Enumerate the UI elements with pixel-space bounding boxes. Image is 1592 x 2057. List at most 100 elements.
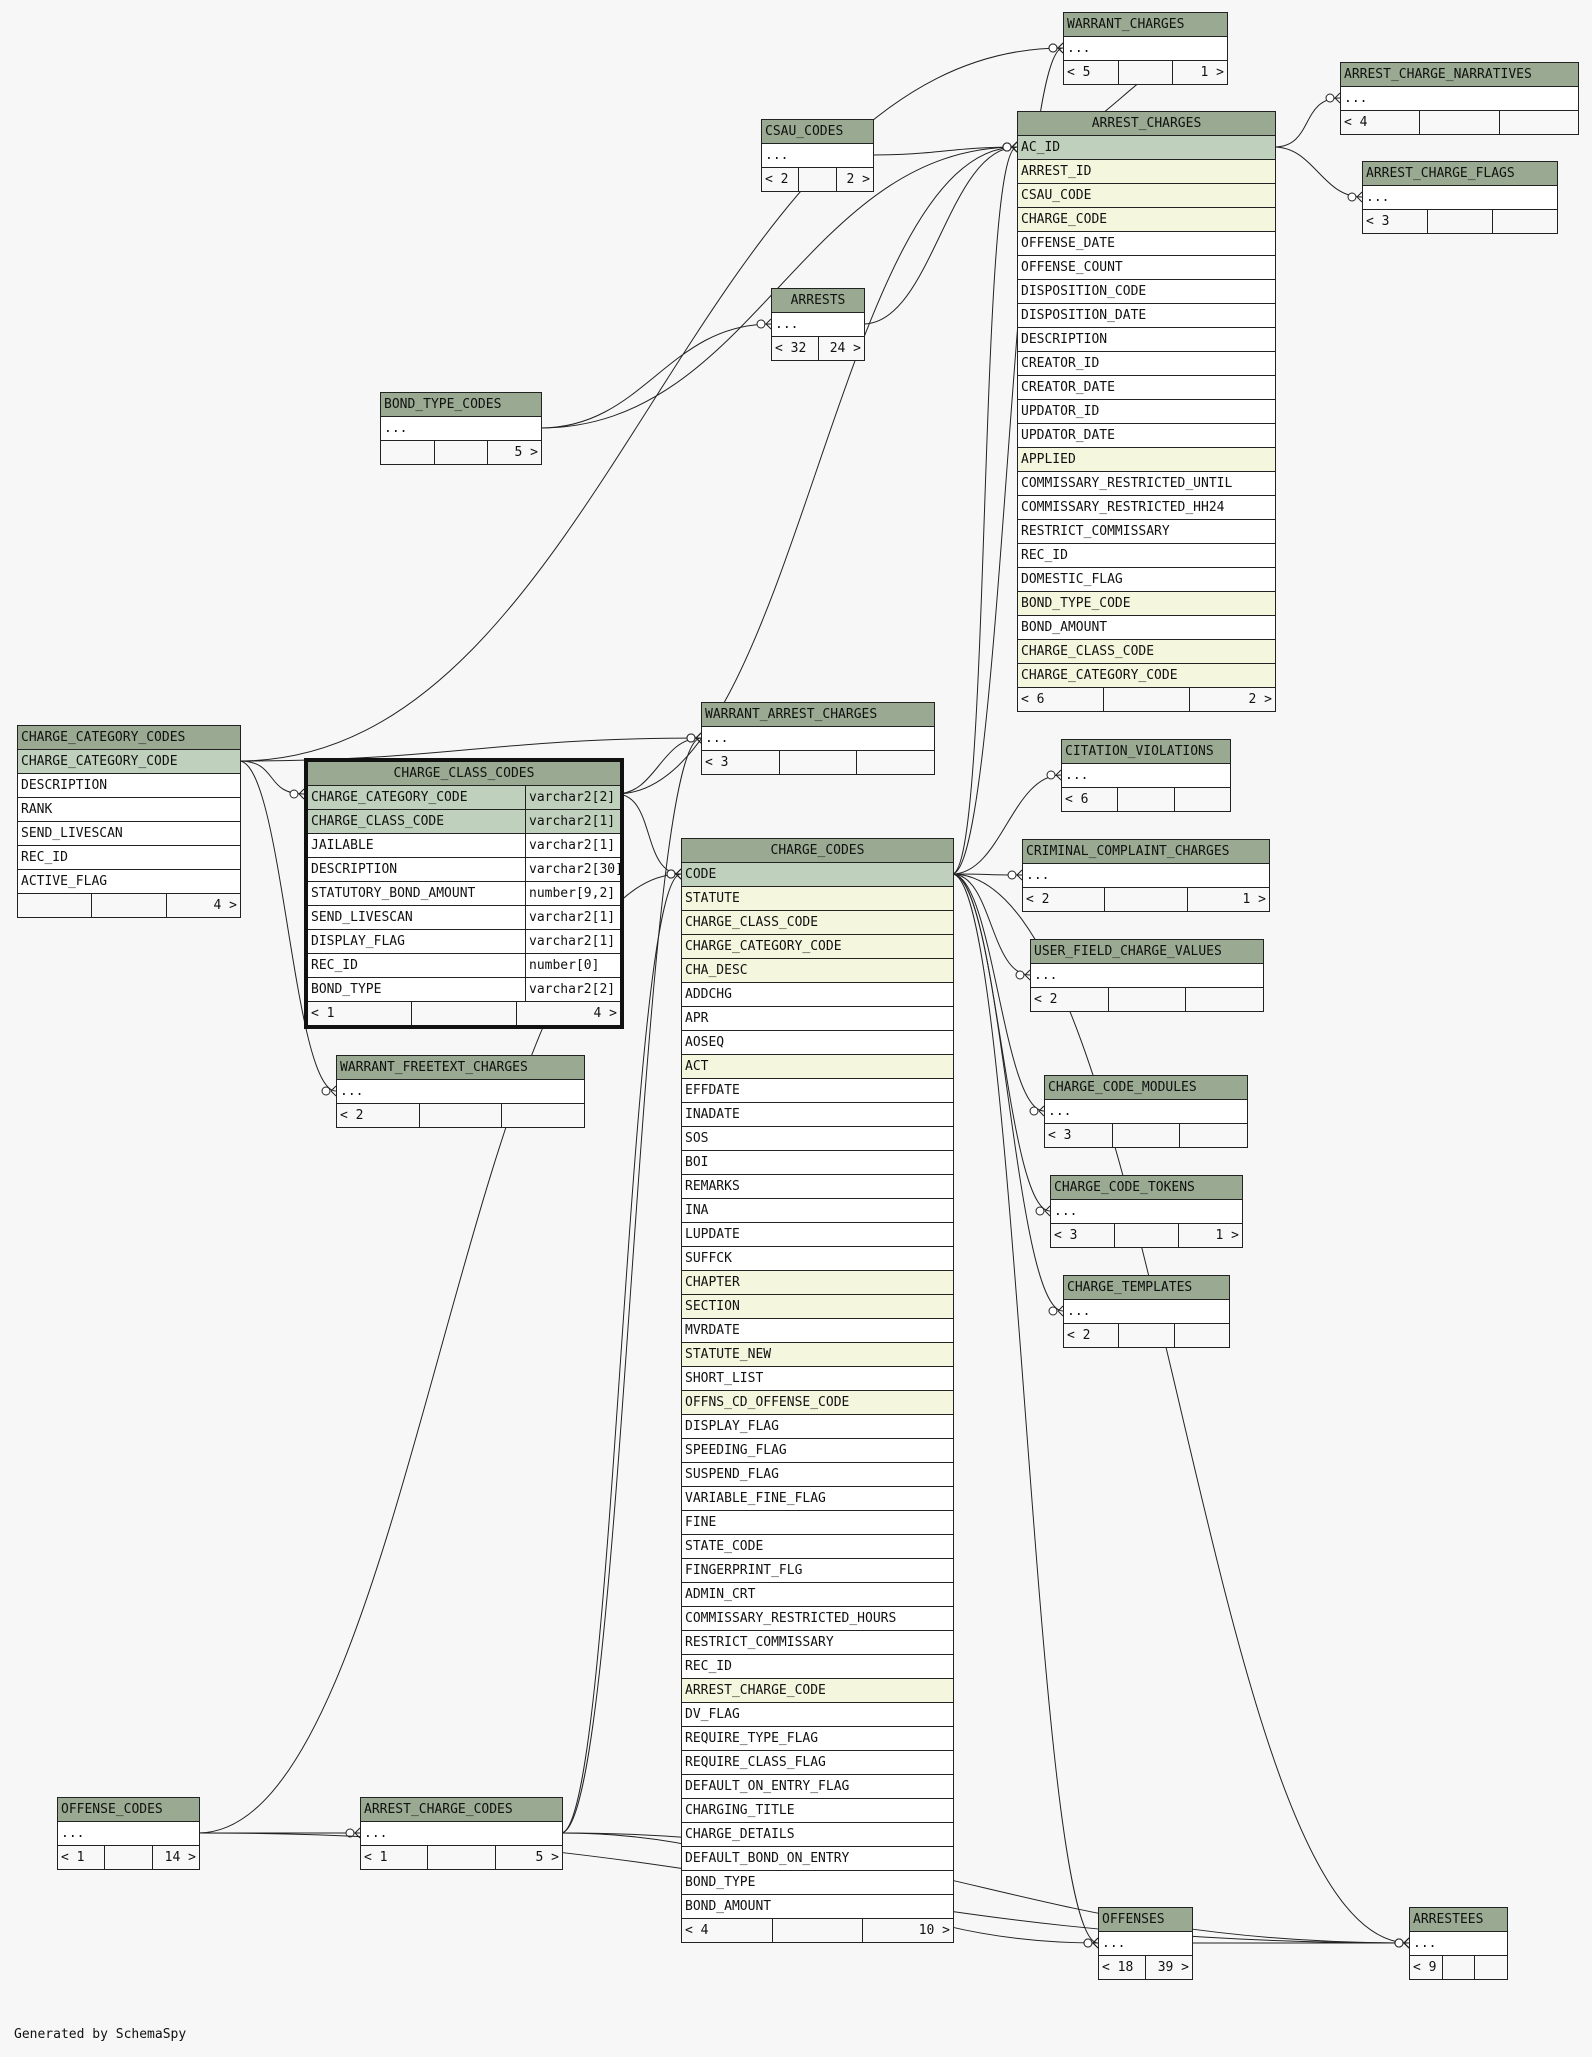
table-title[interactable]: ARREST_CHARGES	[1018, 112, 1275, 136]
column-row[interactable]: CREATOR_DATE	[1018, 376, 1275, 400]
column-row[interactable]: BOND_AMOUNT	[1018, 616, 1275, 640]
column-row[interactable]: CREATOR_ID	[1018, 352, 1275, 376]
column-row[interactable]: APR	[682, 1007, 953, 1031]
column-row[interactable]: RESTRICT_COMMISSARY	[682, 1631, 953, 1655]
column-row[interactable]: CHARGE_CODE	[1018, 208, 1275, 232]
table-citation-violations[interactable]: CITATION_VIOLATIONS...< 6	[1061, 739, 1231, 812]
column-row[interactable]: OFFENSE_COUNT	[1018, 256, 1275, 280]
table-title[interactable]: OFFENSE_CODES	[58, 1798, 199, 1822]
column-row[interactable]: CHARGE_CLASS_CODE	[1018, 640, 1275, 664]
column-row[interactable]: DISPOSITION_DATE	[1018, 304, 1275, 328]
column-row[interactable]: REC_ID	[1018, 544, 1275, 568]
table-title[interactable]: OFFENSES	[1099, 1908, 1192, 1932]
column-row[interactable]: SHORT_LIST	[682, 1367, 953, 1391]
column-row[interactable]: BOI	[682, 1151, 953, 1175]
table-user-field-charge-values[interactable]: USER_FIELD_CHARGE_VALUES...< 2	[1030, 939, 1264, 1012]
table-title[interactable]: CHARGE_CODE_MODULES	[1045, 1076, 1247, 1100]
column-row[interactable]: AC_ID	[1018, 136, 1275, 160]
column-row[interactable]: INA	[682, 1199, 953, 1223]
column-row[interactable]: UPDATOR_DATE	[1018, 424, 1275, 448]
column-row[interactable]: ARREST_ID	[1018, 160, 1275, 184]
table-warrant-freetext-charges[interactable]: WARRANT_FREETEXT_CHARGES...< 2	[336, 1055, 585, 1128]
column-ellipsis[interactable]: ...	[1062, 764, 1230, 788]
column-ellipsis[interactable]: ...	[702, 727, 934, 751]
column-row[interactable]: OFFNS_CD_OFFENSE_CODE	[682, 1391, 953, 1415]
column-ellipsis[interactable]: ...	[361, 1822, 562, 1846]
table-title[interactable]: ARRESTEES	[1410, 1908, 1507, 1932]
column-ellipsis[interactable]: ...	[772, 313, 864, 337]
column-row[interactable]: BOND_TYPE_CODE	[1018, 592, 1275, 616]
table-title[interactable]: WARRANT_CHARGES	[1064, 13, 1227, 37]
column-ellipsis[interactable]: ...	[1363, 186, 1557, 210]
table-title[interactable]: CHARGE_CODES	[682, 839, 953, 863]
column-ellipsis[interactable]: ...	[1023, 864, 1269, 888]
table-title[interactable]: ARRESTS	[772, 289, 864, 313]
column-row[interactable]: REQUIRE_TYPE_FLAG	[682, 1727, 953, 1751]
table-title[interactable]: ARREST_CHARGE_FLAGS	[1363, 162, 1557, 186]
column-ellipsis[interactable]: ...	[381, 417, 541, 441]
column-row[interactable]: SPEEDING_FLAG	[682, 1439, 953, 1463]
column-row[interactable]: CHA_DESC	[682, 959, 953, 983]
column-row[interactable]: STATE_CODE	[682, 1535, 953, 1559]
column-ellipsis[interactable]: ...	[1031, 964, 1263, 988]
table-title[interactable]: WARRANT_FREETEXT_CHARGES	[337, 1056, 584, 1080]
column-ellipsis[interactable]: ...	[762, 144, 873, 168]
table-title[interactable]: WARRANT_ARREST_CHARGES	[702, 703, 934, 727]
column-row[interactable]: REQUIRE_CLASS_FLAG	[682, 1751, 953, 1775]
column-row[interactable]: CHARGE_CATEGORY_CODE	[682, 935, 953, 959]
column-row[interactable]: DV_FLAG	[682, 1703, 953, 1727]
column-ellipsis[interactable]: ...	[337, 1080, 584, 1104]
column-row[interactable]: INADATE	[682, 1103, 953, 1127]
table-title[interactable]: CHARGE_CATEGORY_CODES	[18, 726, 240, 750]
column-row[interactable]: DESCRIPTION	[18, 774, 240, 798]
column-row[interactable]: DESCRIPTION	[1018, 328, 1275, 352]
column-row[interactable]: BOND_TYPE	[682, 1871, 953, 1895]
column-ellipsis[interactable]: ...	[1410, 1932, 1507, 1956]
column-row[interactable]: FINGERPRINT_FLG	[682, 1559, 953, 1583]
column-row[interactable]: VARIABLE_FINE_FLAG	[682, 1487, 953, 1511]
column-row[interactable]: REC_ID	[682, 1655, 953, 1679]
column-row[interactable]: ACT	[682, 1055, 953, 1079]
table-bond-type-codes[interactable]: BOND_TYPE_CODES...5 >	[380, 392, 542, 465]
table-arrest-charge-narratives[interactable]: ARREST_CHARGE_NARRATIVES...< 4	[1340, 62, 1579, 135]
column-row[interactable]: DISPOSITION_CODE	[1018, 280, 1275, 304]
column-row[interactable]: ADDCHG	[682, 983, 953, 1007]
column-row[interactable]: AOSEQ	[682, 1031, 953, 1055]
column-row[interactable]: SEND_LIVESCAN	[18, 822, 240, 846]
column-row[interactable]: ACTIVE_FLAG	[18, 870, 240, 894]
table-title[interactable]: ARREST_CHARGE_CODES	[361, 1798, 562, 1822]
column-ellipsis[interactable]: ...	[1099, 1932, 1192, 1956]
table-arrestees[interactable]: ARRESTEES...< 9	[1409, 1907, 1508, 1980]
column-ellipsis[interactable]: ...	[1045, 1100, 1247, 1124]
column-row[interactable]: CODE	[682, 863, 953, 887]
column-row[interactable]: FINE	[682, 1511, 953, 1535]
table-title[interactable]: CRIMINAL_COMPLAINT_CHARGES	[1023, 840, 1269, 864]
table-title[interactable]: ARREST_CHARGE_NARRATIVES	[1341, 63, 1578, 87]
table-charge-code-modules[interactable]: CHARGE_CODE_MODULES...< 3	[1044, 1075, 1248, 1148]
column-row[interactable]: CHARGING_TITLE	[682, 1799, 953, 1823]
column-row[interactable]: CHARGE_CLASS_CODE	[682, 911, 953, 935]
column-row[interactable]: RANK	[18, 798, 240, 822]
column-row[interactable]: SOS	[682, 1127, 953, 1151]
column-row[interactable]: RESTRICT_COMMISSARY	[1018, 520, 1275, 544]
column-row[interactable]: SECTION	[682, 1295, 953, 1319]
column-row[interactable]: REC_ID	[18, 846, 240, 870]
column-row[interactable]: UPDATOR_ID	[1018, 400, 1275, 424]
table-title[interactable]: USER_FIELD_CHARGE_VALUES	[1031, 940, 1263, 964]
